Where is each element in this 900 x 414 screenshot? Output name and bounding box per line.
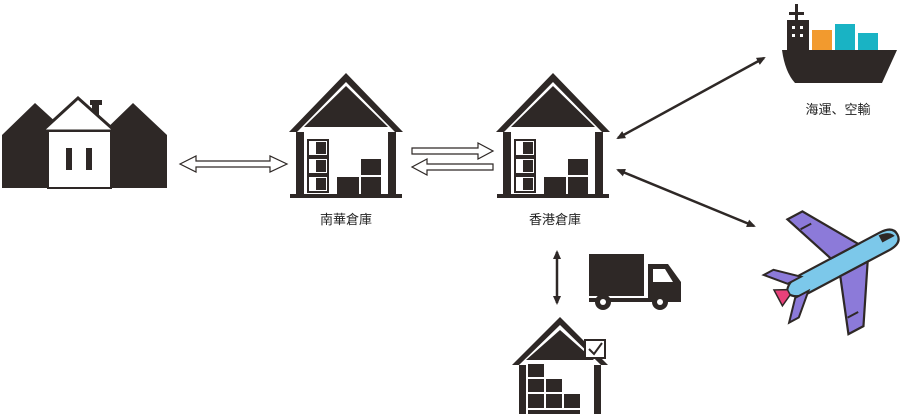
delivery-truck-icon (589, 254, 681, 310)
hk-warehouse-icon (496, 73, 610, 198)
factory-house-icon (2, 95, 167, 189)
south-china-warehouse-label: 南華倉庫 (319, 213, 373, 228)
south-to-hk-arrow (411, 142, 495, 160)
airplane-icon (761, 210, 900, 336)
origin-to-south-arrow (178, 155, 289, 173)
check-icon (584, 339, 606, 359)
sea-air-transport-label: 海運、空輸 (805, 103, 871, 118)
south-warehouse-icon (289, 73, 403, 198)
cargo-ship-icon (782, 4, 897, 83)
destination-warehouse-icon (512, 317, 608, 414)
hk-plane-arrow (616, 168, 756, 228)
hk-to-south-arrow (410, 158, 494, 176)
hk-ship-arrow (616, 56, 766, 140)
hong-kong-warehouse-label: 香港倉庫 (528, 213, 582, 228)
